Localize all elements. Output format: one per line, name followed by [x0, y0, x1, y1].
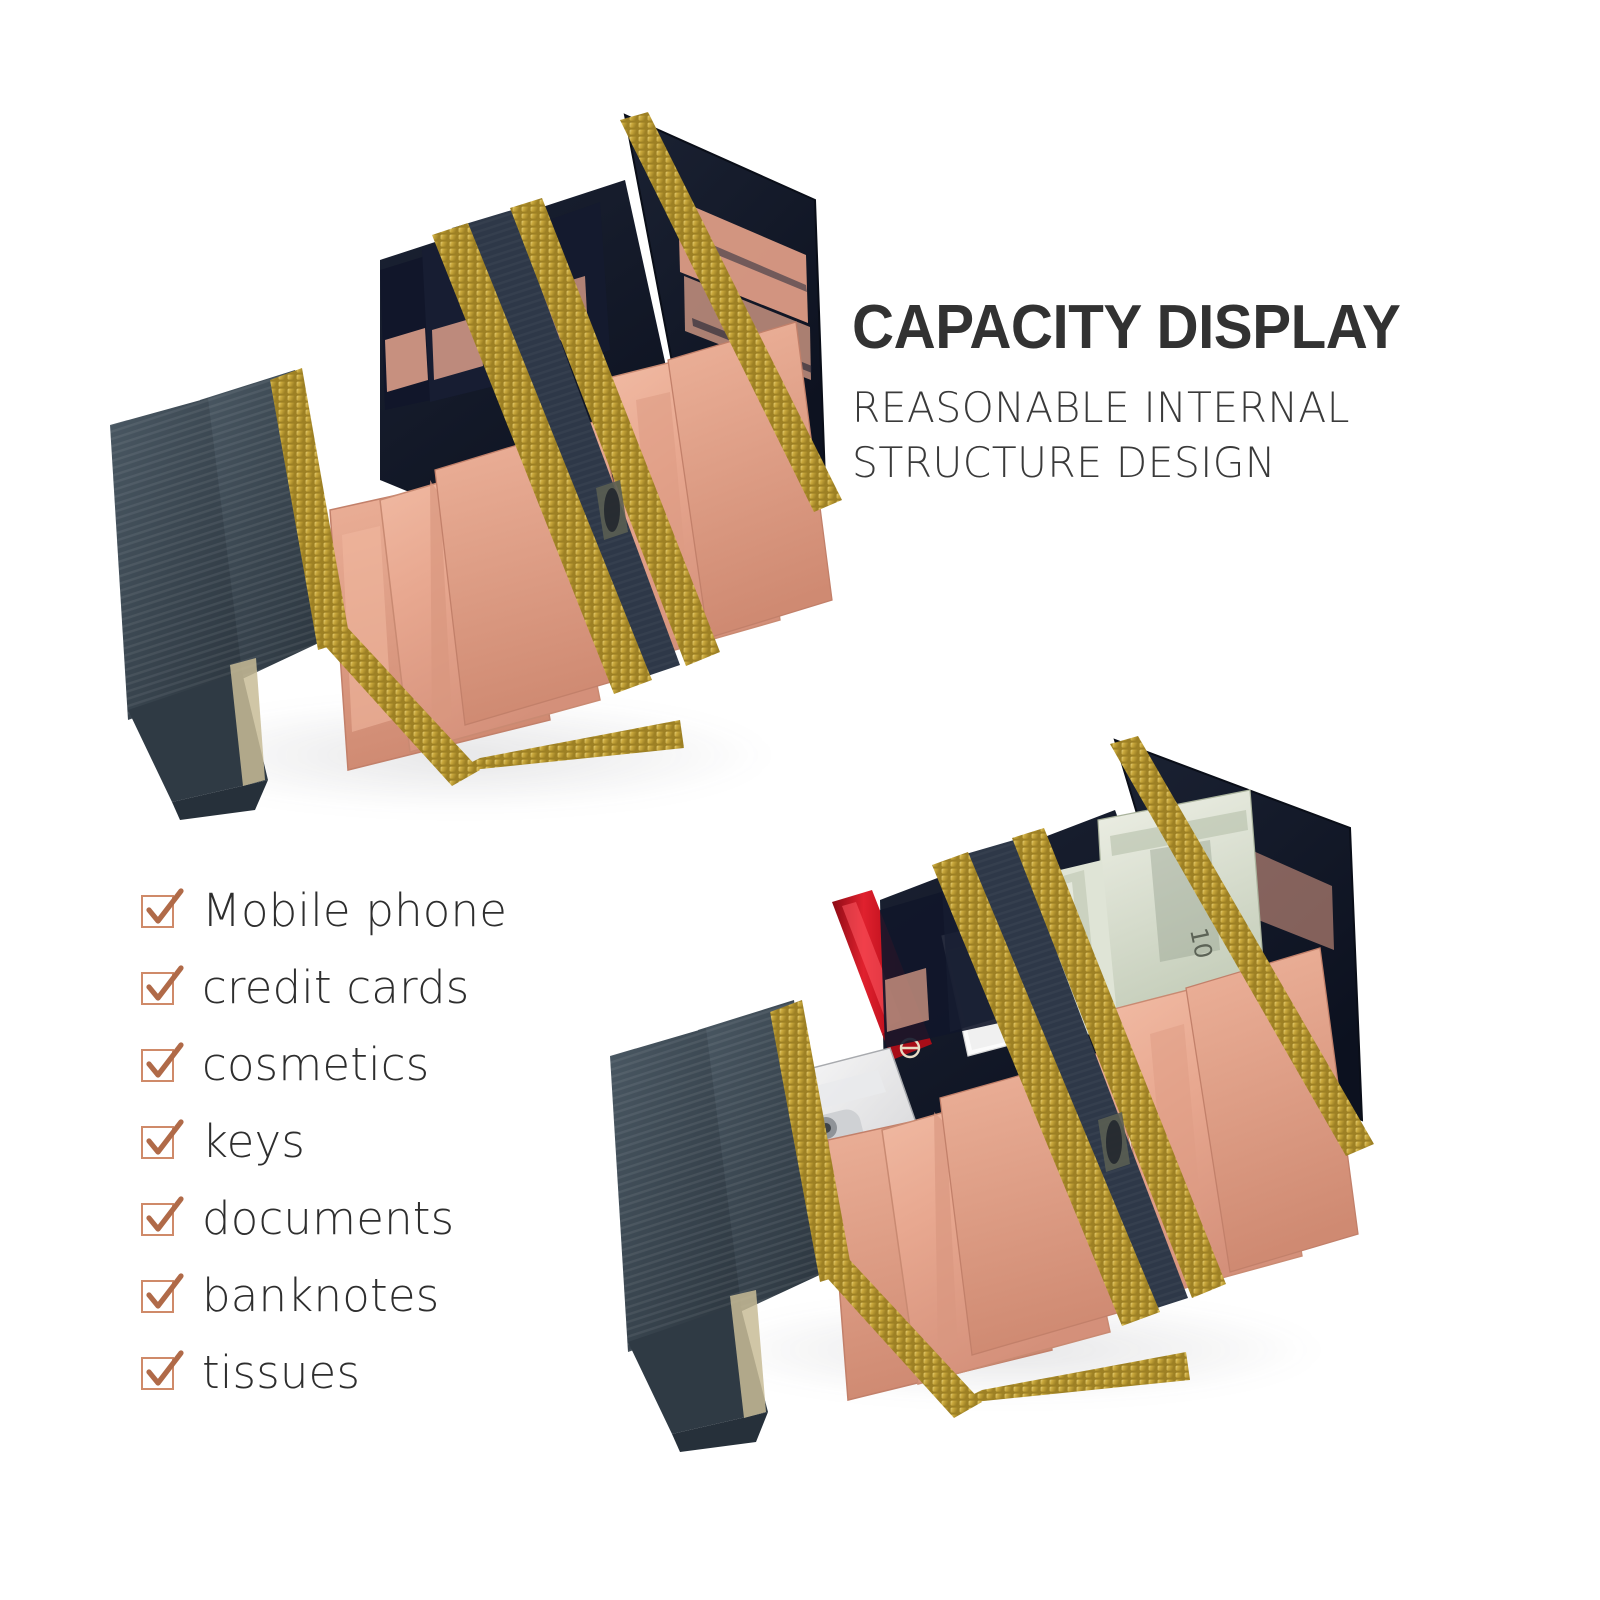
list-item: keys: [140, 1103, 507, 1180]
page-subtitle-line-1: REASONABLE INTERNAL: [852, 383, 1350, 433]
checkbox-checked-icon: [140, 1272, 184, 1316]
product-photo-wallet-empty: [80, 80, 860, 820]
page-subtitle: REASONABLE INTERNAL STRUCTURE DESIGN: [852, 381, 1473, 490]
page-title: CAPACITY DISPLAY: [852, 293, 1401, 362]
product-photo-wallet-filled: 10: [590, 700, 1390, 1452]
checkbox-checked-icon: [140, 1349, 184, 1393]
list-item: tissues: [140, 1334, 507, 1411]
list-item-label: Mobile phone: [202, 884, 508, 937]
checkbox-checked-icon: [140, 887, 184, 931]
svg-text:10: 10: [1184, 925, 1218, 961]
checkbox-checked-icon: [140, 1195, 184, 1239]
list-item: documents: [140, 1180, 507, 1257]
list-item: Mobile phone: [140, 872, 507, 949]
list-item-label: banknotes: [202, 1269, 440, 1322]
capacity-checklist: Mobile phone credit cards cosmetics keys: [140, 872, 507, 1411]
list-item-label: tissues: [202, 1346, 361, 1399]
page-subtitle-line-2: STRUCTURE DESIGN: [852, 437, 1276, 487]
list-item-label: credit cards: [202, 961, 470, 1014]
list-item-label: documents: [202, 1192, 455, 1245]
list-item: banknotes: [140, 1257, 507, 1334]
checkbox-checked-icon: [140, 964, 184, 1008]
checkbox-checked-icon: [140, 1041, 184, 1085]
list-item: cosmetics: [140, 1026, 507, 1103]
heading-block: CAPACITY DISPLAY REASONABLE INTERNAL STR…: [852, 296, 1492, 490]
list-item-label: keys: [202, 1115, 306, 1168]
list-item-label: cosmetics: [202, 1038, 430, 1091]
checkbox-checked-icon: [140, 1118, 184, 1162]
list-item: credit cards: [140, 949, 507, 1026]
